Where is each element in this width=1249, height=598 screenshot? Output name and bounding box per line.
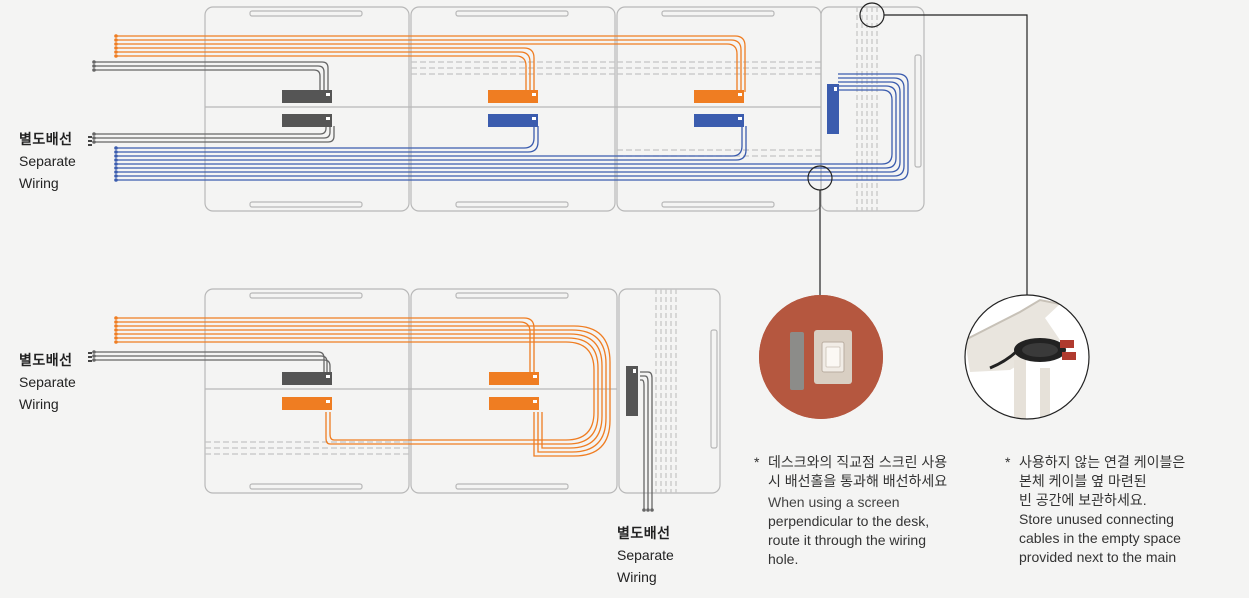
outlet-blue xyxy=(694,114,744,127)
note-en-line: Store unused connecting xyxy=(1019,511,1174,527)
top-orange-cables xyxy=(116,35,746,92)
note-en-line: When using a screen xyxy=(768,494,900,510)
note-ko-line: 시 배선홀을 통과해 배선하세요 xyxy=(768,473,948,489)
outlet-orange xyxy=(488,90,538,103)
bottom-layout xyxy=(204,288,721,494)
bottom-gray-cables xyxy=(94,351,653,510)
bottom-orange-cables xyxy=(116,317,611,457)
separate-wiring-label-en: Separate xyxy=(19,153,76,169)
note-ko-line: 데스크와의 직교점 스크린 사용 xyxy=(768,454,948,470)
top-blue-cables xyxy=(116,73,909,181)
top-layout xyxy=(204,6,925,212)
outlet-gray xyxy=(282,114,332,127)
outlet-gray-vertical xyxy=(626,366,638,416)
connector-dots xyxy=(88,352,92,362)
top-desk-1 xyxy=(204,6,410,212)
outlet-gray xyxy=(282,90,332,103)
outlet-gray xyxy=(282,372,332,385)
note-en-line: provided next to the main xyxy=(1019,549,1177,565)
bottom-outlets xyxy=(282,366,638,416)
note-ko-line: 빈 공간에 보관하세요. xyxy=(1019,492,1147,508)
connector-dots xyxy=(88,136,92,146)
outlet-orange xyxy=(489,397,539,410)
separate-wiring-label-en: Wiring xyxy=(19,175,59,191)
separate-wiring-label-bottom: 별도배선 Separate Wiring xyxy=(617,522,674,588)
cable-storage-detail-photo xyxy=(964,294,1090,420)
outlet-blue xyxy=(488,114,538,127)
bottom-desk-1 xyxy=(204,288,410,494)
wiring-hole-detail-photo xyxy=(759,295,883,419)
separate-wiring-label-ko: 별도배선 xyxy=(19,352,73,368)
bottom-desk-2 xyxy=(410,288,618,494)
top-outlets xyxy=(282,84,839,134)
separate-wiring-label-ko: 별도배선 xyxy=(617,525,671,541)
note-en-line: perpendicular to the desk, xyxy=(768,513,930,529)
separate-wiring-label-en: Wiring xyxy=(617,569,657,585)
outlet-orange xyxy=(282,397,332,410)
outlet-blue-vertical xyxy=(827,84,839,134)
note-en-line: route it through the wiring xyxy=(768,532,926,548)
top-gray-cables xyxy=(94,61,335,143)
separate-wiring-label-en: Separate xyxy=(19,374,76,390)
separate-wiring-label-ko: 별도배선 xyxy=(19,131,73,147)
bottom-side-cabinet xyxy=(618,288,721,494)
note-asterisk: * xyxy=(1005,454,1011,470)
note-en-line: cables in the empty space xyxy=(1019,530,1181,546)
outlet-orange xyxy=(694,90,744,103)
separate-wiring-label-en: Wiring xyxy=(19,396,59,412)
note-asterisk: * xyxy=(754,454,760,470)
callout-leaders xyxy=(807,2,1028,295)
wiring-hole-note: * 데스크와의 직교점 스크린 사용 시 배선홀을 통과해 배선하세요 When… xyxy=(754,453,994,569)
cable-storage-note: * 사용하지 않는 연결 케이블은 본체 케이블 옆 마련된 빈 공간에 보관하… xyxy=(1005,453,1245,567)
separate-wiring-label-top: 별도배선 Separate Wiring xyxy=(19,128,76,194)
outlet-orange xyxy=(489,372,539,385)
note-en-line: hole. xyxy=(768,551,799,567)
note-ko-line: 사용하지 않는 연결 케이블은 xyxy=(1019,454,1186,470)
separate-wiring-label-en: Separate xyxy=(617,547,674,563)
top-desk-2 xyxy=(410,6,616,212)
separate-wiring-label-middle: 별도배선 Separate Wiring xyxy=(19,349,76,415)
note-ko-line: 본체 케이블 옆 마련된 xyxy=(1019,473,1147,489)
